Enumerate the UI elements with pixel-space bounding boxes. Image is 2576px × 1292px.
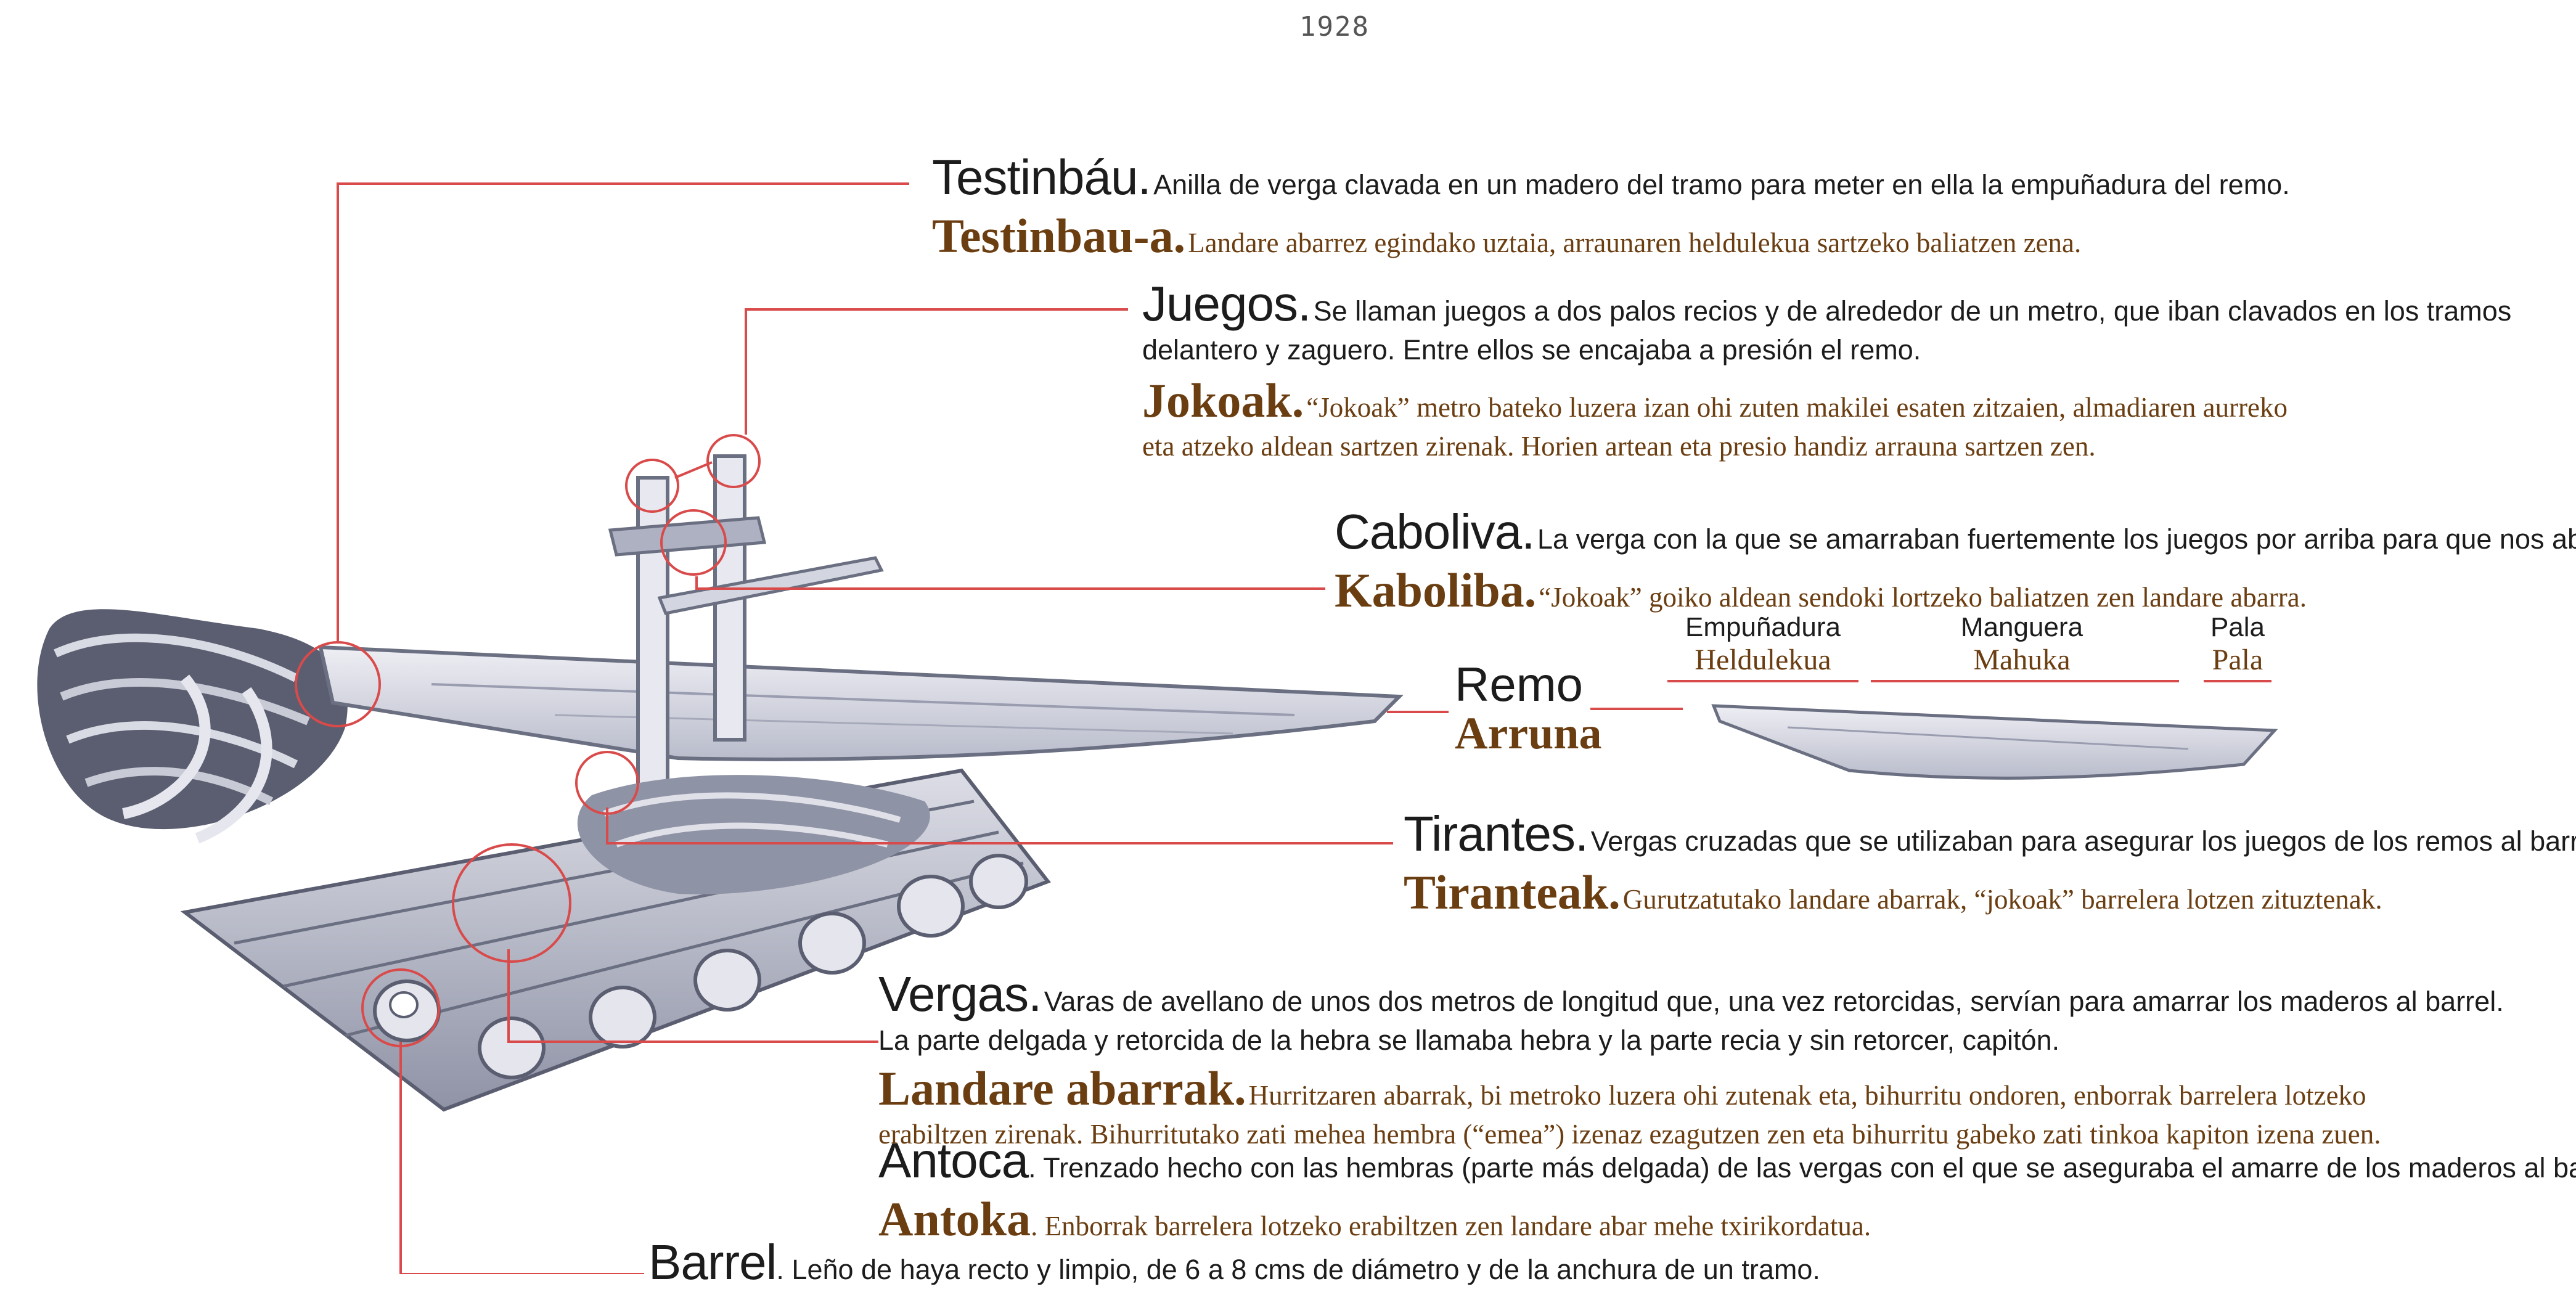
oar-part-grip-eu: Heldulekua	[1695, 644, 1831, 676]
term-eu-remo: Arruna	[1455, 708, 1602, 759]
entry-testinbau: Testinbáu. Anilla de verga clavada en un…	[932, 148, 2290, 265]
desc-es-vergas-1: Varas de avellano de unos dos metros de …	[1044, 986, 2504, 1017]
leader-lines	[295, 182, 2271, 1274]
oar-part-shaft-eu: Mahuka	[1973, 644, 2071, 676]
entry-remo: Remo Arruna	[1455, 657, 1602, 759]
desc-es-caboliva: La verga con la que se amarraban fuertem…	[1537, 523, 2576, 555]
term-eu-juegos: Jokoak.	[1142, 374, 1304, 427]
oar-detail	[1711, 704, 2278, 780]
term-eu-caboliva: Kaboliba.	[1335, 563, 1537, 617]
term-eu-vergas: Landare abarrak.	[878, 1061, 1246, 1115]
desc-eu-tirantes: Gurutzatutako landare abarrak, “jokoak” …	[1622, 884, 2382, 915]
desc-eu-vergas-1: Hurritzaren abarrak, bi metroko luzera o…	[1248, 1080, 2366, 1111]
oar-part-grip-es: Empuñadura	[1685, 612, 1841, 642]
desc-es-antoca: . Trenzado hecho con las hembras (parte …	[1028, 1152, 2576, 1184]
oar-part-blade-eu: Pala	[2212, 644, 2263, 676]
juegos-posts	[577, 454, 930, 894]
desc-eu-antoca: . Enborrak barrelera lotzeko erabiltzen …	[1031, 1211, 1871, 1241]
desc-es-juegos-1: Se llaman juegos a dos palos recios y de…	[1313, 295, 2512, 327]
entry-antoca: Antoca. Trenzado hecho con las hembras (…	[878, 1131, 2576, 1248]
term-es-juegos: Juegos.	[1142, 276, 1311, 331]
desc-eu-vergas-2: erabiltzen zirenak. Bihurritutako zati m…	[878, 1118, 2381, 1150]
entry-barrel: Barrel. Leño de haya recto y limpio, de …	[648, 1233, 1820, 1292]
entry-tirantes: Tirantes. Vergas cruzadas que se utiliza…	[1404, 804, 2576, 922]
term-es-vergas: Vergas.	[878, 967, 1042, 1021]
oar-part-blade: Pala Pala	[2194, 612, 2281, 677]
term-eu-antoca: Antoka	[878, 1192, 1031, 1246]
term-eu-tirantes: Tiranteak.	[1404, 865, 1621, 919]
oar-part-shaft: Manguera Mahuka	[1929, 612, 2114, 677]
desc-es-tirantes: Vergas cruzadas que se utilizaban para a…	[1590, 825, 2576, 857]
term-es-tirantes: Tirantes.	[1404, 806, 1589, 861]
desc-eu-juegos-1: “Jokoak” metro bateko luzera izan ohi zu…	[1306, 392, 2288, 423]
entry-caboliva: Caboliva. La verga con la que se amarrab…	[1335, 502, 2576, 619]
desc-es-juegos-2: delantero y zaguero. Entre ellos se enca…	[1142, 334, 1921, 366]
term-es-barrel: Barrel	[648, 1235, 777, 1290]
oar-part-blade-es: Pala	[2210, 612, 2265, 642]
desc-eu-juegos-2: eta atzeko aldean sartzen zirenak. Horie…	[1142, 430, 2096, 462]
term-eu-testinbau: Testinbau-a.	[932, 209, 1186, 263]
desc-eu-caboliva: “Jokoak” goiko aldean sendoki lortzeko b…	[1539, 582, 2307, 613]
oar-part-grip: Empuñadura Heldulekua	[1664, 612, 1862, 677]
entry-vergas: Vergas. Varas de avellano de unos dos me…	[878, 965, 2504, 1151]
oar-part-shaft-es: Manguera	[1960, 612, 2083, 642]
term-es-testinbau: Testinbáu.	[932, 150, 1151, 205]
year-label: 1928	[1299, 11, 1370, 43]
term-es-remo: Remo	[1455, 657, 1584, 711]
entry-juegos: Juegos. Se llaman juegos a dos palos rec…	[1142, 274, 2511, 463]
oar-on-raft	[318, 645, 1404, 761]
desc-es-barrel: . Leño de haya recto y limpio, de 6 a 8 …	[776, 1254, 1820, 1285]
term-es-antoca: Antoca	[878, 1133, 1029, 1188]
term-es-caboliva: Caboliva.	[1335, 504, 1535, 559]
rope-pile	[37, 609, 348, 844]
desc-es-vergas-2: La parte delgada y retorcida de la hebra…	[878, 1024, 2060, 1056]
desc-eu-testinbau: Landare abarrez egindako uztaia, arrauna…	[1188, 227, 2082, 258]
desc-es-testinbau: Anilla de verga clavada en un madero del…	[1153, 169, 2290, 200]
